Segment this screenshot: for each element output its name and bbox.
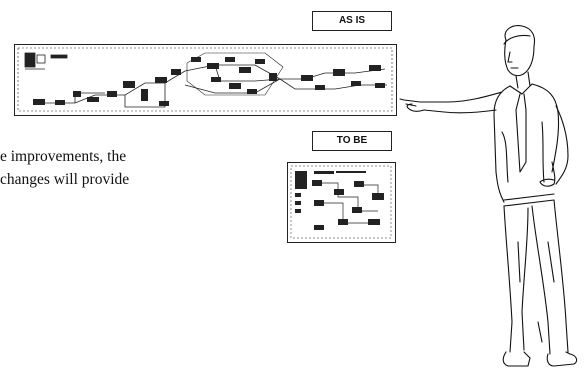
as-is-label: AS IS — [312, 11, 392, 31]
body-text-line-2: changes will provide — [0, 168, 129, 191]
body-text-line-1: e improvements, the — [0, 145, 126, 168]
to-be-label: TO BE — [312, 131, 392, 151]
to-be-flowchart — [288, 163, 394, 241]
to-be-process-diagram — [287, 162, 396, 243]
presenter-figure — [398, 22, 584, 368]
as-is-flowchart — [15, 45, 395, 114]
as-is-process-diagram — [14, 44, 397, 116]
